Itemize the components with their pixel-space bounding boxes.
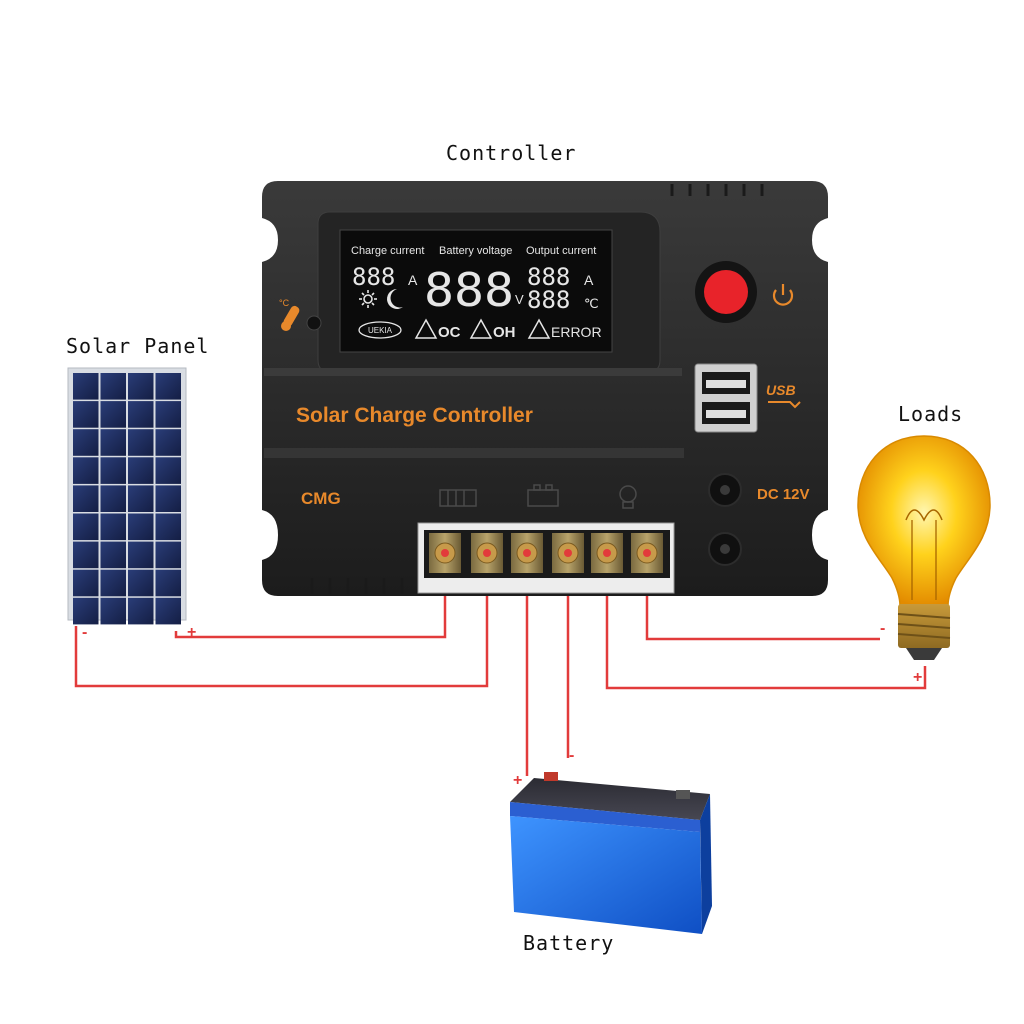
solar-cell	[73, 429, 99, 456]
lcd-charge-unit: A	[408, 272, 418, 288]
controller-label: Controller	[446, 141, 577, 165]
solar-cell	[100, 485, 126, 512]
solar-cell	[128, 597, 154, 625]
moon-icon	[386, 289, 403, 309]
wire-panel-negative	[74, 568, 489, 688]
terminal-contact-dot	[603, 549, 611, 557]
solar-cell	[128, 513, 154, 541]
solar-cell	[73, 485, 99, 512]
lcd-voltage-unit: V	[515, 292, 524, 307]
solar-cell	[73, 541, 99, 569]
solar-cell	[73, 401, 99, 428]
solar-panel-label: Solar Panel	[66, 334, 210, 358]
panel-plus-mark: +	[187, 624, 196, 641]
lcd-output-unit: A	[584, 272, 594, 288]
solar-cell	[155, 373, 181, 400]
solar-cell	[128, 485, 154, 512]
device-title: Solar Charge Controller	[296, 404, 533, 427]
solar-cell	[155, 541, 181, 569]
solar-cell	[128, 429, 154, 456]
lcd-display: Charge current Battery voltage Output cu…	[339, 229, 613, 353]
terminal-contact-dot	[564, 549, 572, 557]
lcd-battery-voltage-label: Battery voltage	[439, 245, 512, 257]
lcd-charge-current-label: Charge current	[351, 245, 424, 257]
solar-cell	[100, 597, 126, 625]
solar-cell	[100, 401, 126, 428]
solar-cell	[155, 513, 181, 541]
warning-error-icon	[527, 318, 551, 339]
battery-minus-mark: -	[569, 747, 574, 764]
warning-oh-icon	[469, 318, 493, 339]
solar-cell	[128, 541, 154, 569]
solar-cell	[128, 457, 154, 484]
solar-cell	[128, 569, 154, 597]
load-minus-mark: -	[880, 620, 885, 637]
solar-cell	[100, 457, 126, 484]
solar-cell	[128, 401, 154, 428]
solar-cell	[155, 401, 181, 428]
usb-label: USB	[766, 382, 796, 398]
temperature-sensor-icon: °C	[279, 298, 322, 331]
lcd-oh-text: OH	[493, 324, 516, 341]
solar-cell	[155, 569, 181, 597]
lcd-voltage-digits: 888	[424, 263, 514, 317]
solar-cell	[73, 457, 99, 484]
usb-icon	[768, 401, 801, 409]
solar-cell	[100, 513, 126, 541]
solar-cell	[73, 513, 99, 541]
solar-cell	[128, 373, 154, 400]
solar-cell	[155, 429, 181, 456]
solar-cell	[100, 541, 126, 569]
panel-minus-mark: -	[82, 624, 87, 641]
wire-load-positive	[605, 568, 927, 690]
lcd-temp-digits: 888	[527, 286, 570, 314]
usb-ports[interactable]	[694, 363, 758, 433]
lcd-output-current-label: Output current	[526, 245, 596, 257]
solar-cell	[100, 373, 126, 400]
terminal-contact-dot	[441, 549, 449, 557]
terminal-contact-dot	[483, 549, 491, 557]
load-plus-mark: +	[913, 669, 922, 686]
terminal-symbols	[439, 484, 637, 509]
dc-socket-2[interactable]	[708, 532, 742, 566]
svg-text:°C: °C	[279, 298, 290, 308]
dc-socket-1[interactable]	[708, 473, 742, 507]
terminal-contact-dot	[523, 549, 531, 557]
solar-cell	[100, 569, 126, 597]
solar-cell	[155, 597, 181, 625]
lcd-error-text: ERROR	[551, 324, 602, 340]
power-button[interactable]	[695, 261, 757, 323]
loads-label: Loads	[898, 402, 964, 426]
terminal-contact-dot	[643, 549, 651, 557]
device-brand: CMG	[301, 489, 341, 508]
solar-panel	[67, 367, 187, 625]
warning-oc-icon	[414, 318, 438, 339]
lcd-charge-digits: 888	[352, 263, 395, 291]
light-bulb	[857, 435, 991, 660]
lcd-badge-text: UEKIA	[368, 326, 393, 335]
battery-label: Battery	[523, 931, 615, 955]
solar-cell	[155, 457, 181, 484]
wire-panel-positive	[174, 568, 447, 639]
dc-label: DC 12V	[757, 486, 810, 503]
sun-icon	[359, 290, 377, 308]
power-icon	[772, 284, 794, 306]
polarity-markers: + - + - - +	[82, 620, 922, 789]
battery-plus-mark: +	[513, 772, 522, 789]
solar-cell	[155, 485, 181, 512]
lcd-temp-unit: ℃	[584, 296, 599, 311]
solar-cell	[73, 569, 99, 597]
lcd-badge	[358, 321, 402, 339]
solar-cell	[73, 373, 99, 400]
solar-cell	[73, 597, 99, 625]
lcd-oc-text: OC	[438, 324, 461, 341]
wires	[74, 568, 927, 776]
terminal-block	[417, 522, 675, 594]
battery	[510, 772, 712, 934]
lcd-output-digits: 888	[527, 263, 570, 291]
solar-cell	[100, 429, 126, 456]
